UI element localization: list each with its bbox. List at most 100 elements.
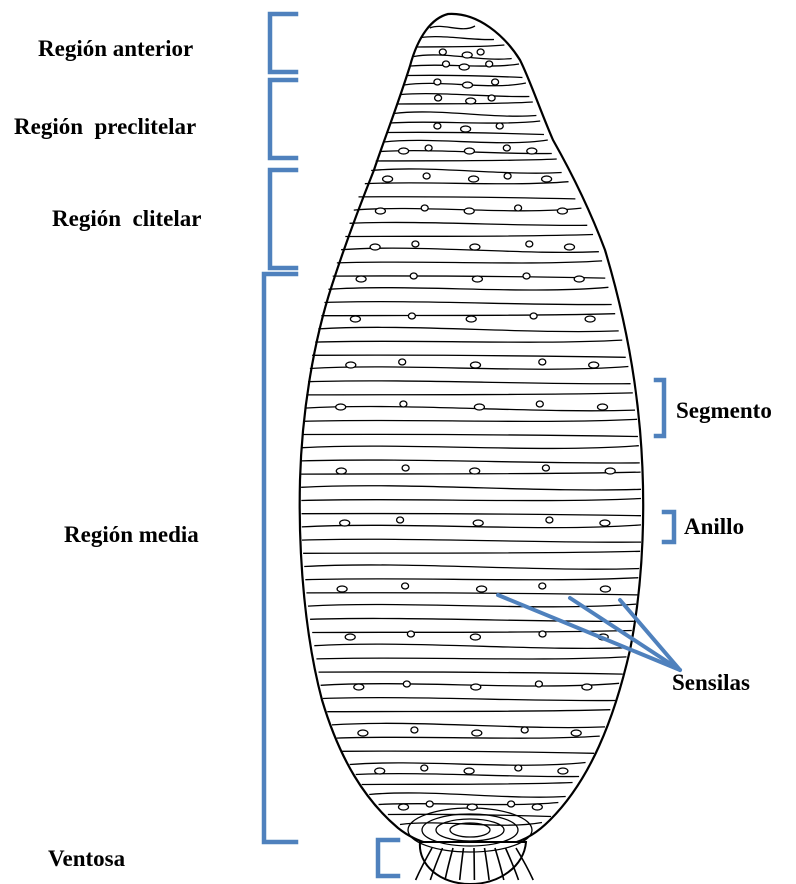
sensillum xyxy=(425,145,432,151)
sensillum xyxy=(472,276,482,282)
sensillum xyxy=(526,241,533,247)
sensillum xyxy=(532,804,542,810)
sensillum xyxy=(337,586,347,592)
sensillum xyxy=(558,768,568,774)
sensillum xyxy=(557,208,567,214)
sensillum xyxy=(521,727,528,733)
sensillum xyxy=(496,123,503,129)
sensillum xyxy=(464,148,474,154)
sensillum xyxy=(523,273,530,279)
bracket-region-preclitelar xyxy=(270,80,296,158)
sensillum xyxy=(402,583,409,589)
sensillum xyxy=(434,79,441,85)
sensillum xyxy=(412,241,419,247)
sensillum xyxy=(472,730,482,736)
sensillum xyxy=(464,768,474,774)
sensillum xyxy=(439,49,446,55)
sensillum xyxy=(411,727,418,733)
sensillum xyxy=(435,95,442,101)
sensillum xyxy=(461,126,471,132)
sensillum xyxy=(542,465,549,471)
label-anillo: Anillo xyxy=(684,514,744,539)
sensillum xyxy=(336,468,346,474)
sensillum xyxy=(358,730,368,736)
label-segmento: Segmento xyxy=(676,398,772,423)
label-region-anterior: Región anterior xyxy=(38,36,193,61)
sensillum xyxy=(354,684,364,690)
label-region-preclitelar: Región preclitelar xyxy=(14,114,196,139)
sensillum xyxy=(443,61,450,67)
sensillum xyxy=(350,316,360,322)
sensillum xyxy=(463,82,473,88)
sensillum xyxy=(492,79,499,85)
sensillum xyxy=(470,244,480,250)
sensillum xyxy=(477,49,484,55)
sensillum xyxy=(399,804,409,810)
sensillum xyxy=(466,98,476,104)
sensillum xyxy=(467,804,477,810)
label-region-clitelar: Región clitelar xyxy=(52,206,201,231)
sensillum xyxy=(503,145,510,151)
label-sensilas: Sensilas xyxy=(672,670,750,695)
sensillum xyxy=(400,401,407,407)
sensillum xyxy=(486,61,493,67)
bracket-region-media xyxy=(264,274,296,842)
sensillum xyxy=(421,765,428,771)
sensillum xyxy=(546,517,553,523)
sensillum xyxy=(403,681,410,687)
sensillum xyxy=(370,244,380,250)
sensillum xyxy=(346,362,356,368)
sensillum xyxy=(462,52,472,58)
sensillum xyxy=(421,205,428,211)
sensillum xyxy=(345,634,355,640)
bracket-anillo xyxy=(664,512,674,542)
sensillum xyxy=(464,208,474,214)
sensillum xyxy=(407,631,414,637)
sensillum xyxy=(600,586,610,592)
sensillum xyxy=(605,468,615,474)
sensillum xyxy=(471,684,481,690)
bracket-region-clitelar xyxy=(270,170,296,268)
sensillum xyxy=(459,64,469,70)
sensillum xyxy=(399,359,406,365)
sensillum xyxy=(469,176,479,182)
sensillum xyxy=(470,468,480,474)
sensillum xyxy=(515,765,522,771)
sensillum xyxy=(356,276,366,282)
sensillum xyxy=(598,404,608,410)
sensillum xyxy=(539,359,546,365)
sensillum xyxy=(536,401,543,407)
sensillum xyxy=(539,631,546,637)
sensillum xyxy=(542,176,552,182)
leech-body-outline xyxy=(300,14,643,844)
bracket-region-anterior xyxy=(270,14,296,72)
sensillum xyxy=(474,404,484,410)
sensillum xyxy=(336,404,346,410)
sensillum xyxy=(530,313,537,319)
sensillum xyxy=(582,684,592,690)
sensillum xyxy=(423,173,430,179)
sensillum xyxy=(477,586,487,592)
sensillum xyxy=(585,316,595,322)
sensillum xyxy=(508,801,515,807)
sensillum xyxy=(402,465,409,471)
sensillum xyxy=(397,517,404,523)
sensillum xyxy=(535,681,542,687)
sensillum xyxy=(340,520,350,526)
sensillum xyxy=(408,313,415,319)
sensillum xyxy=(600,520,610,526)
sensillum xyxy=(466,316,476,322)
bracket-ventosa xyxy=(378,840,398,876)
sensillum xyxy=(471,362,481,368)
label-region-media: Región media xyxy=(64,522,199,547)
sensillum xyxy=(515,205,522,211)
bracket-segmento xyxy=(656,380,664,436)
sensillum xyxy=(434,123,441,129)
sensillum xyxy=(565,244,575,250)
sensillum xyxy=(410,273,417,279)
sensillum xyxy=(488,95,495,101)
sensillum xyxy=(383,176,393,182)
sensillum xyxy=(527,148,537,154)
